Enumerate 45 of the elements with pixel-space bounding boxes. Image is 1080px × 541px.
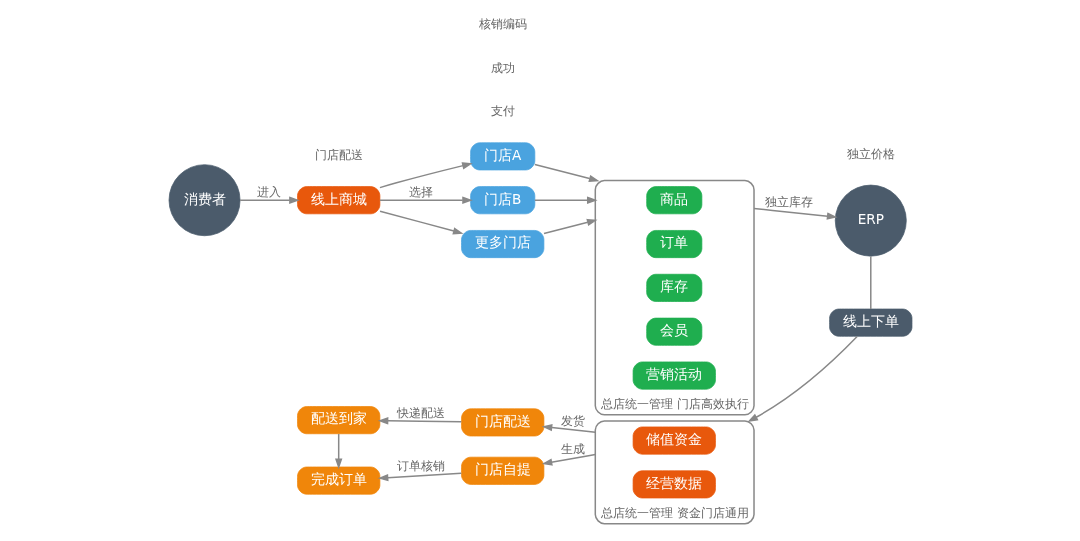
arrow [533, 196, 598, 204]
edge-label: 发货 [560, 413, 585, 428]
node-box: 经营数据 [632, 470, 716, 499]
arrow [377, 417, 462, 425]
label: 核销编码 [478, 16, 527, 31]
arrow [542, 218, 597, 235]
node-box: 门店A [469, 142, 535, 171]
node-box: 门店配送 [460, 408, 544, 437]
arrow [533, 163, 599, 183]
node-box: 门店B [469, 186, 535, 215]
edge-label: 生成 [560, 441, 585, 456]
arrow [541, 453, 596, 466]
edge-label: 独立库存 [764, 195, 813, 210]
node-box: 更多门店 [460, 230, 544, 259]
arrow [238, 196, 300, 204]
node-box: 营销活动 [632, 361, 716, 390]
node-box: 储值资金 [632, 426, 716, 455]
connector [869, 255, 872, 310]
arrow [334, 433, 342, 470]
edge-label: 进入 [256, 185, 281, 200]
node-box: 门店自提 [460, 456, 544, 485]
arrow [752, 207, 837, 220]
node-box: 订单 [645, 230, 702, 259]
node-circle: 消费者 [168, 164, 240, 237]
arrow [378, 210, 464, 235]
arrow [378, 196, 473, 204]
label: 门店配送 [314, 148, 363, 163]
arrow [746, 335, 858, 422]
node-box: 会员 [645, 317, 702, 346]
node-box: 库存 [645, 273, 702, 302]
node-box: 商品 [645, 186, 702, 215]
arrow [541, 423, 596, 433]
label: 支付 [490, 104, 515, 119]
node-box: 完成订单 [296, 466, 380, 495]
arrow [377, 472, 462, 482]
label: 成功 [490, 60, 515, 75]
node-circle: ERP [834, 184, 907, 257]
node-box: 线上商城 [296, 186, 380, 215]
node-box: 配送到家 [296, 406, 380, 435]
node-box: 线上下单 [828, 308, 912, 337]
arrow [378, 162, 473, 189]
edge-label: 订单核销 [396, 458, 445, 473]
label: 独立价格 [846, 146, 895, 161]
edge-label: 选择 [408, 185, 433, 200]
edge-label: 快递配送 [396, 405, 445, 420]
